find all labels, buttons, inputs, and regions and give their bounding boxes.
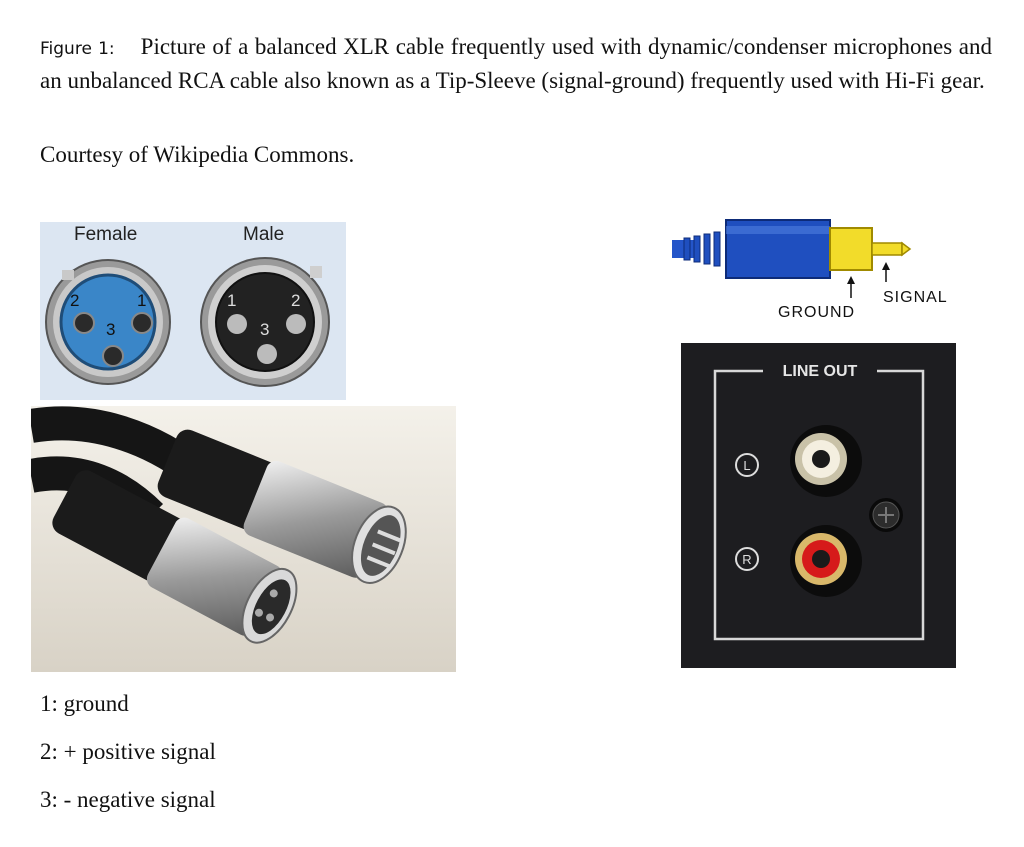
male-pin-2: 2 (291, 291, 300, 310)
male-pin-3: 3 (260, 320, 269, 339)
female-pin-1: 1 (137, 291, 146, 310)
line-out-panel-graphic: LINE OUT L R (681, 343, 956, 668)
line-out-title: LINE OUT (783, 363, 858, 380)
xlr-cable-illustration (31, 406, 456, 672)
female-pin-3: 3 (106, 320, 115, 339)
xlr-cable-photo (31, 406, 456, 672)
xlr-pinout-diagram: Female 2 1 3 Male 1 2 3 (40, 222, 346, 400)
ground-label: GROUND (778, 304, 855, 321)
female-connector (45, 259, 171, 385)
legend-line-1: 1: ground (40, 691, 129, 716)
line-out-panel-photo: LINE OUT L R (681, 343, 956, 668)
legend-line-2: 2: + positive signal (40, 739, 216, 764)
xlr-pinout-graphic: Female 2 1 3 Male 1 2 3 (45, 224, 330, 387)
right-channel-label: R (742, 552, 751, 567)
male-pin-1: 1 (227, 291, 236, 310)
credit-line: Courtesy of Wikipedia Commons. (40, 142, 355, 167)
figure-label: Figure 1: (40, 39, 115, 59)
male-connector (200, 257, 330, 387)
female-pin-2: 2 (70, 291, 79, 310)
male-label: Male (243, 224, 284, 245)
left-channel-label: L (743, 458, 750, 473)
figure-caption: Figure 1:Picture of a balanced XLR cable… (40, 31, 992, 96)
rca-plug-diagram: GROUND SIGNAL (670, 216, 970, 326)
signal-label: SIGNAL (883, 289, 948, 306)
legend-line-3: 3: - negative signal (40, 787, 216, 812)
female-label: Female (74, 224, 137, 245)
rca-plug-graphic: GROUND SIGNAL (672, 219, 948, 321)
caption-text: Picture of a balanced XLR cable frequent… (40, 34, 992, 93)
